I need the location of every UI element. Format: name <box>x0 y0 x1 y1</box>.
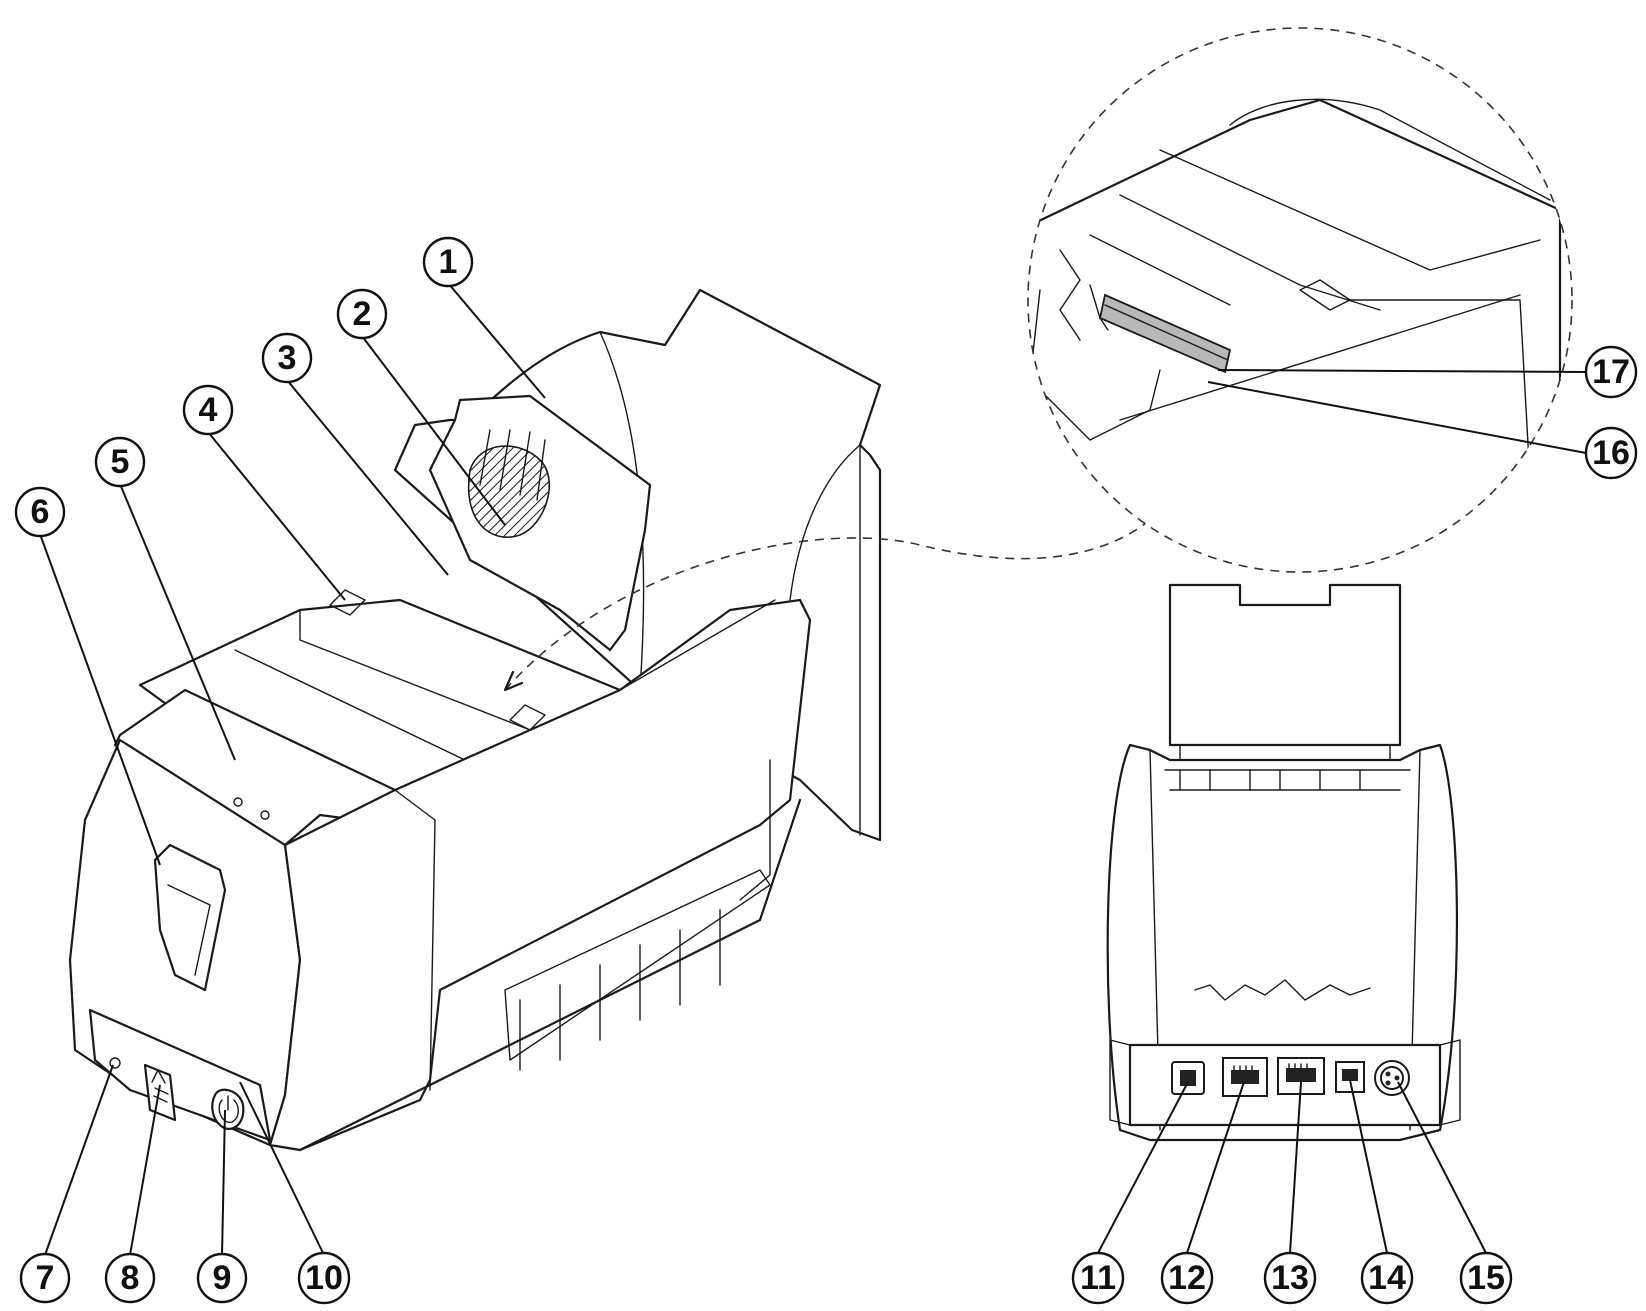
callout-7: 7 <box>19 1252 71 1304</box>
svg-text:4: 4 <box>199 391 218 429</box>
callout-11: 11 <box>1071 1251 1125 1305</box>
callout-5: 5 <box>94 436 146 488</box>
side-body <box>268 598 812 1152</box>
power-socket[interactable] <box>1374 1060 1410 1096</box>
callout-6: 6 <box>14 486 66 538</box>
paper-exit-slot <box>153 843 227 992</box>
callout-3: 3 <box>261 332 313 384</box>
svg-text:17: 17 <box>1592 353 1630 391</box>
svg-text:6: 6 <box>31 493 50 531</box>
print-head-strip <box>1098 293 1232 374</box>
svg-text:10: 10 <box>305 1259 343 1297</box>
feed-arrow-icon <box>151 1069 169 1103</box>
callout-8: 8 <box>104 1252 156 1304</box>
callout-10: 10 <box>297 1251 351 1305</box>
led-indicator-icon <box>109 1057 121 1069</box>
svg-text:11: 11 <box>1080 1259 1116 1297</box>
svg-text:14: 14 <box>1368 1259 1406 1297</box>
callout-2: 2 <box>336 288 388 340</box>
callout-9: 9 <box>196 1252 248 1304</box>
callout-16: 16 <box>1584 426 1638 480</box>
svg-text:3: 3 <box>278 339 297 377</box>
power-button[interactable] <box>211 1088 245 1130</box>
rear-body <box>1106 743 1458 1142</box>
svg-text:5: 5 <box>111 443 130 481</box>
printer-main-view <box>68 288 882 1152</box>
callout-13: 13 <box>1263 1251 1317 1305</box>
callout-1: 1 <box>422 236 474 288</box>
svg-text:9: 9 <box>213 1259 232 1297</box>
leader-lines <box>39 282 1587 1256</box>
svg-text:8: 8 <box>121 1259 140 1297</box>
svg-text:7: 7 <box>36 1259 55 1297</box>
callout-12: 12 <box>1160 1251 1214 1305</box>
ethernet-port-1[interactable] <box>1222 1057 1268 1097</box>
svg-text:12: 12 <box>1168 1259 1206 1297</box>
callout-17: 17 <box>1584 345 1638 399</box>
ethernet-port-2[interactable] <box>1277 1057 1325 1095</box>
svg-text:2: 2 <box>353 295 372 333</box>
callout-15: 15 <box>1459 1251 1513 1305</box>
callout-4: 4 <box>182 384 234 436</box>
paper-hatched-window <box>467 445 550 538</box>
drawer-port[interactable] <box>1335 1061 1365 1093</box>
zoom-dashed-circle <box>1027 27 1573 573</box>
zoom-detail <box>1027 27 1573 573</box>
power-icon <box>218 1095 239 1123</box>
svg-text:13: 13 <box>1271 1259 1309 1297</box>
svg-text:16: 16 <box>1592 434 1630 472</box>
feed-button[interactable] <box>143 1063 177 1122</box>
usb-port[interactable] <box>1171 1061 1205 1095</box>
callout-14: 14 <box>1360 1251 1414 1305</box>
svg-text:1: 1 <box>439 243 458 281</box>
svg-text:15: 15 <box>1467 1259 1505 1297</box>
printer-rear-view <box>1106 583 1461 1142</box>
